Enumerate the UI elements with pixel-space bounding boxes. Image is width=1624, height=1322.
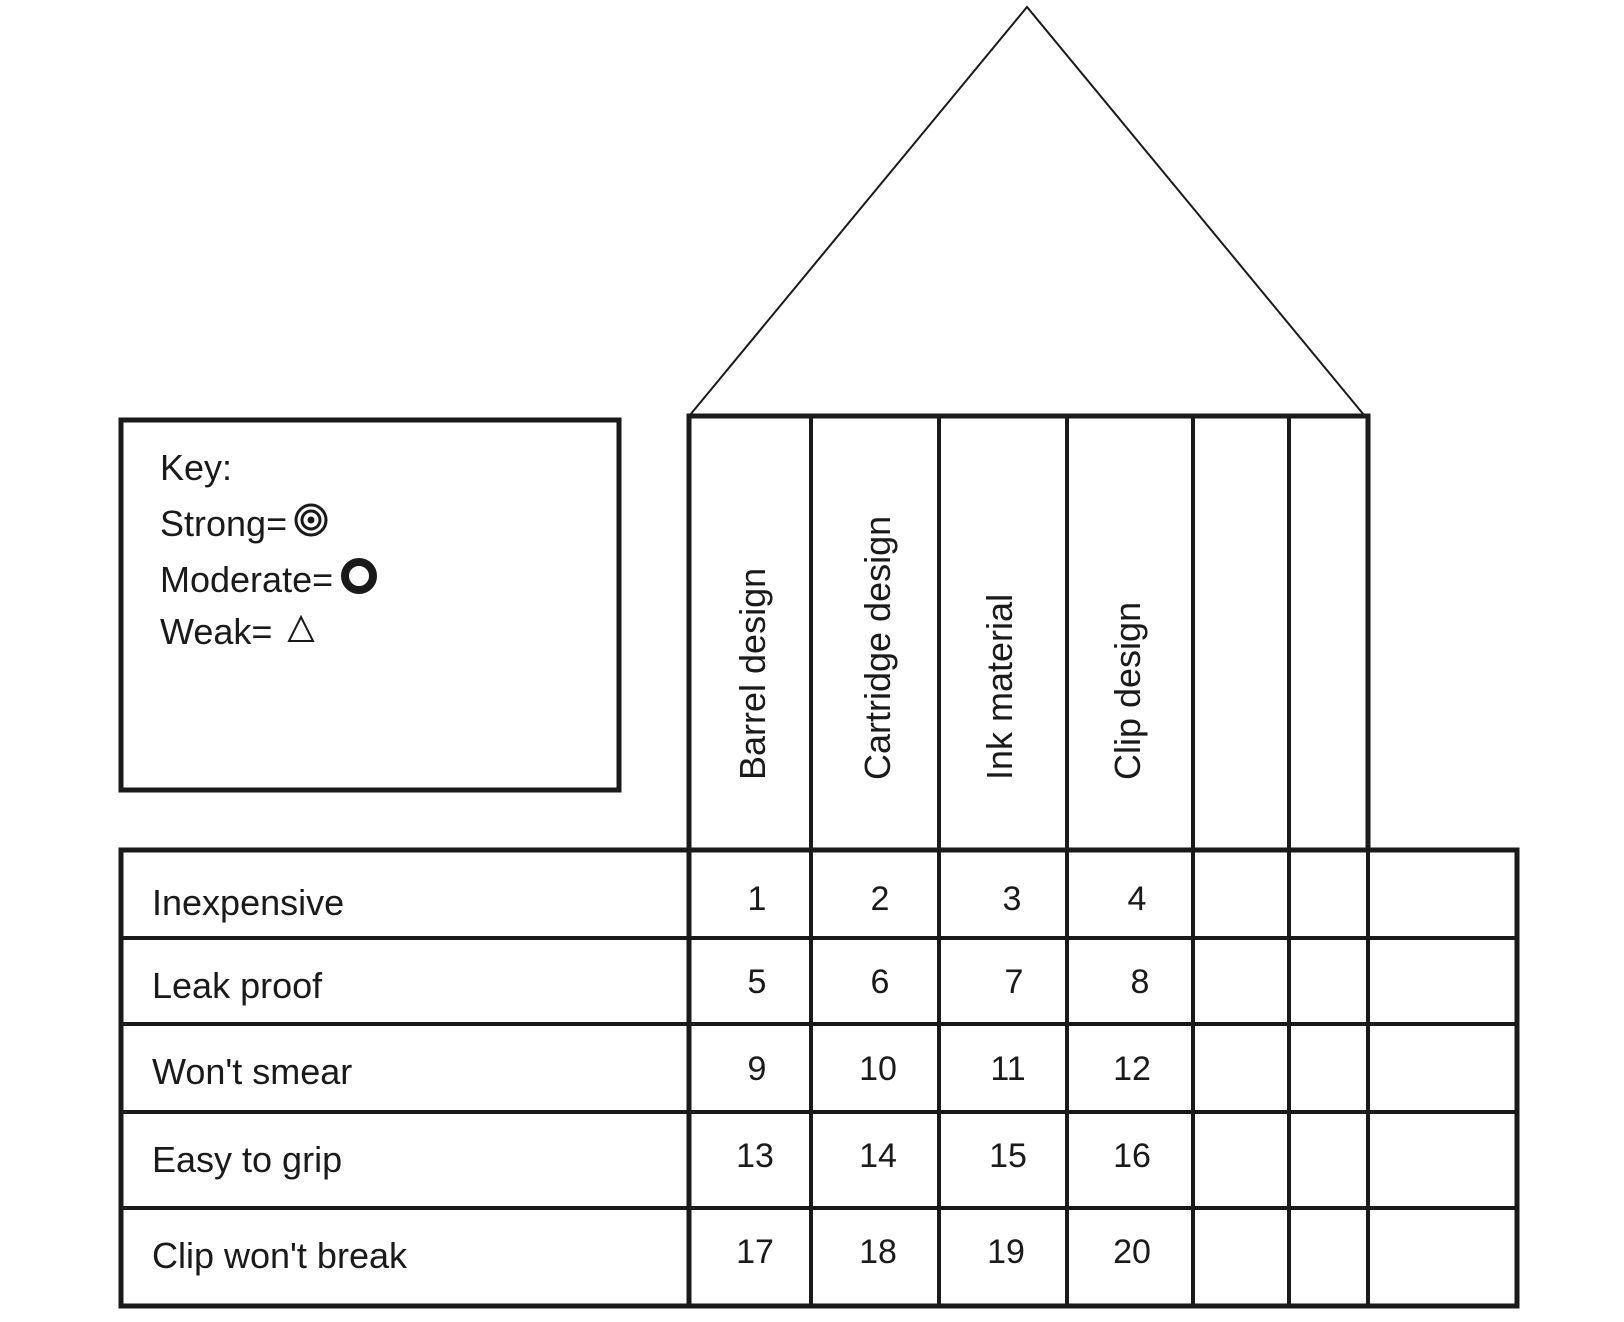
matrix-cell[interactable]: 8 — [1130, 963, 1150, 1001]
matrix-cell[interactable]: 16 — [1113, 1137, 1151, 1175]
matrix-cell[interactable]: 12 — [1113, 1050, 1151, 1088]
matrix-cell[interactable]: 19 — [987, 1233, 1025, 1271]
row-label: Inexpensive — [152, 882, 345, 923]
matrix-cell[interactable]: 1 — [747, 880, 767, 918]
key-strong-label: Strong= — [160, 503, 288, 544]
matrix-box — [118, 847, 1520, 1309]
matrix-cell[interactable]: 5 — [747, 963, 767, 1001]
key-box — [118, 417, 622, 793]
key-moderate-label: Moderate= — [160, 559, 334, 600]
matrix-cell[interactable]: 14 — [859, 1137, 897, 1175]
key-strong: Strong= — [160, 502, 329, 546]
row-label: Leak proof — [152, 965, 323, 1006]
header-box — [686, 413, 1371, 853]
key-weak: Weak= — [160, 612, 316, 652]
matrix-cell[interactable]: 2 — [870, 880, 890, 918]
bold-circle-icon — [339, 556, 379, 604]
matrix-cell[interactable]: 13 — [736, 1137, 774, 1175]
key-weak-label: Weak= — [160, 611, 273, 652]
double-circle-icon — [293, 502, 329, 546]
matrix-cell[interactable]: 15 — [989, 1137, 1027, 1175]
column-header: Barrel design — [732, 567, 773, 780]
key-moderate: Moderate= — [160, 556, 379, 604]
matrix-cell[interactable]: 11 — [990, 1050, 1026, 1088]
key-title-text: Key: — [160, 447, 233, 488]
key-title: Key: — [160, 448, 232, 488]
matrix-cell[interactable]: 10 — [859, 1050, 897, 1088]
triangle-icon — [286, 612, 316, 652]
row-label: Easy to grip — [152, 1139, 343, 1180]
column-header: Clip design — [1107, 601, 1148, 780]
matrix-cell[interactable]: 6 — [870, 963, 890, 1001]
row-label: Won't smear — [152, 1051, 353, 1092]
column-header: Ink material — [979, 593, 1020, 780]
matrix-cell[interactable]: 7 — [1004, 963, 1024, 1001]
matrix-cell[interactable]: 20 — [1113, 1233, 1151, 1271]
matrix-cell[interactable]: 4 — [1127, 880, 1147, 918]
matrix-cell[interactable]: 18 — [859, 1233, 897, 1271]
matrix-cell[interactable]: 9 — [747, 1050, 767, 1088]
matrix-cell[interactable]: 17 — [736, 1233, 774, 1271]
column-header: Cartridge design — [857, 515, 898, 780]
matrix-cell[interactable]: 3 — [1002, 880, 1022, 918]
roof-outline — [689, 5, 1365, 416]
row-label: Clip won't break — [152, 1235, 407, 1276]
